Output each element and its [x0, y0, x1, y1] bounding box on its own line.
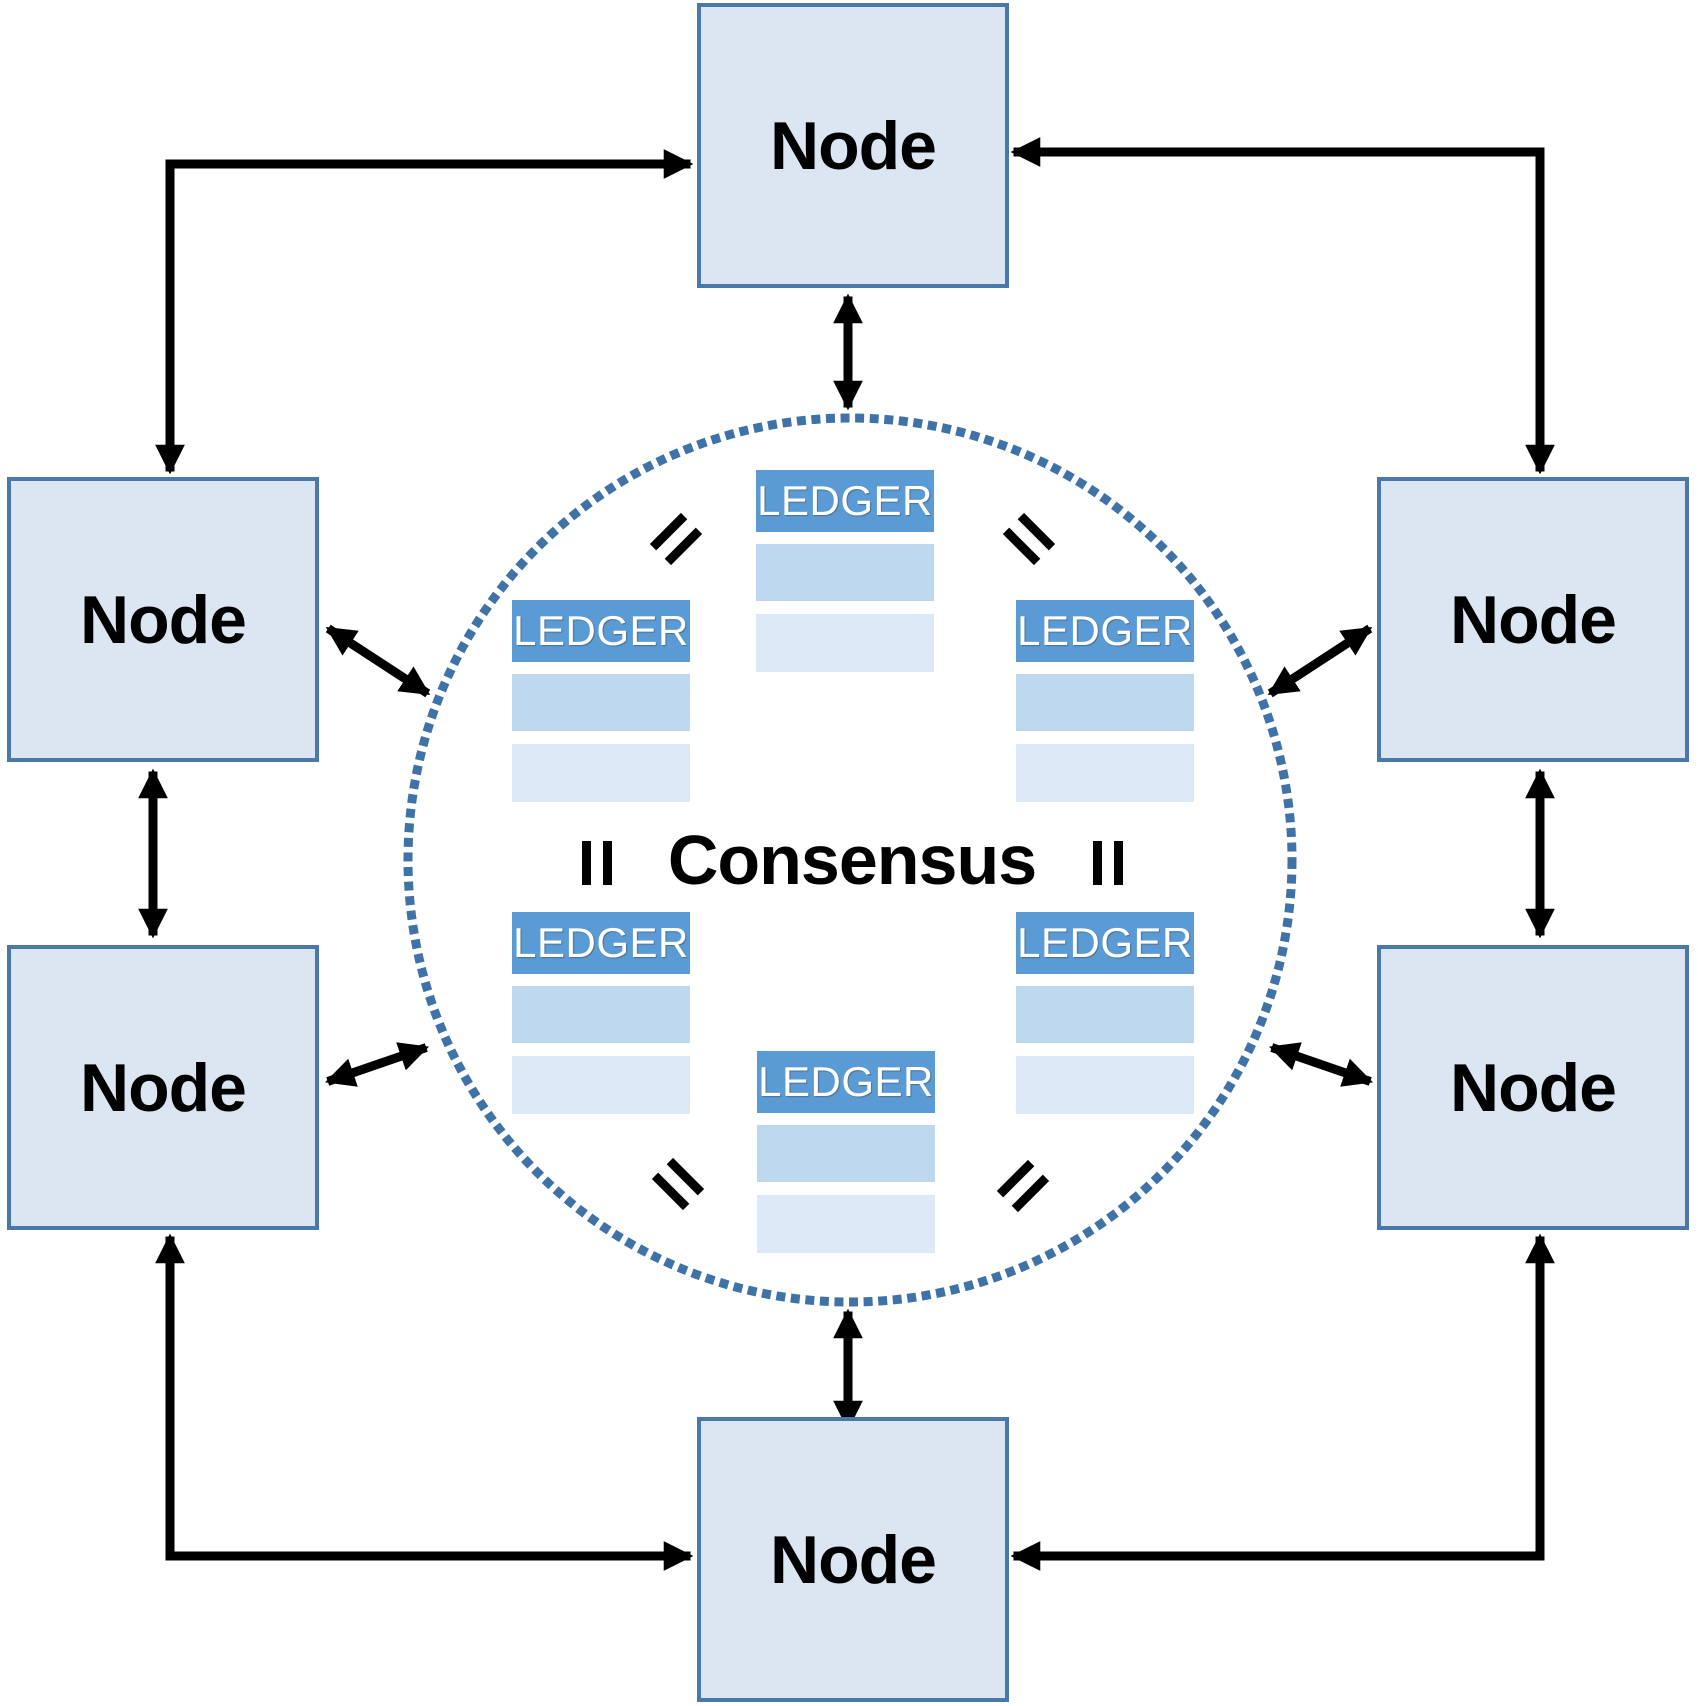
- ledger-row: [512, 674, 690, 731]
- node-label: Node: [1450, 1049, 1617, 1126]
- ledger-row: [757, 1195, 935, 1253]
- ledger-row: [512, 986, 690, 1043]
- double-arrow-lower-right-node-circle: [1268, 1042, 1374, 1087]
- node-label: Node: [80, 581, 247, 658]
- ledger-header: LEDGER: [512, 912, 690, 974]
- dotted-circle-icon: [403, 413, 1297, 1307]
- ledger-header: LEDGER: [512, 600, 690, 662]
- node-box-upper-right: Node: [1377, 477, 1689, 762]
- ledger-row: [756, 544, 934, 601]
- node-box-upper-left: Node: [7, 477, 319, 762]
- ledger-table-lower-left: LEDGER: [512, 912, 690, 1114]
- node-label: Node: [1450, 581, 1617, 658]
- ledger-row: [1016, 1056, 1194, 1114]
- ledger-table-lower-right: LEDGER: [1016, 912, 1194, 1114]
- ledger-table-upper-left: LEDGER: [512, 600, 690, 802]
- node-box-bottom: Node: [697, 1417, 1009, 1702]
- double-arrow-upper-right-node-circle: [1267, 624, 1373, 698]
- ledger-header: LEDGER: [1016, 912, 1194, 974]
- node-box-lower-right: Node: [1377, 945, 1689, 1230]
- ledger-header: LEDGER: [756, 470, 934, 532]
- equals-icon: [582, 841, 612, 885]
- node-label: Node: [80, 1049, 247, 1126]
- ledger-header: LEDGER: [757, 1051, 935, 1113]
- node-label: Node: [770, 107, 937, 184]
- double-arrow-lower-left-node-circle: [324, 1042, 430, 1087]
- ledger-row: [757, 1125, 935, 1182]
- node-label: Node: [770, 1521, 937, 1598]
- node-box-lower-left: Node: [7, 945, 319, 1230]
- consensus-label: Consensus: [667, 821, 1037, 899]
- ledger-row: [1016, 986, 1194, 1043]
- equals-icon: [1093, 841, 1123, 885]
- ledger-row: [756, 614, 934, 672]
- node-box-top: Node: [697, 3, 1009, 288]
- ledger-table-upper-right: LEDGER: [1016, 600, 1194, 802]
- ledger-row: [1016, 674, 1194, 731]
- ledger-row: [512, 744, 690, 802]
- ledger-header: LEDGER: [1016, 600, 1194, 662]
- ledger-row: [512, 1056, 690, 1114]
- double-arrow-upper-left-node-circle: [325, 624, 431, 698]
- ledger-table-top-center: LEDGER: [756, 470, 934, 672]
- ledger-row: [1016, 744, 1194, 802]
- ledger-table-bottom-center: LEDGER: [757, 1051, 935, 1253]
